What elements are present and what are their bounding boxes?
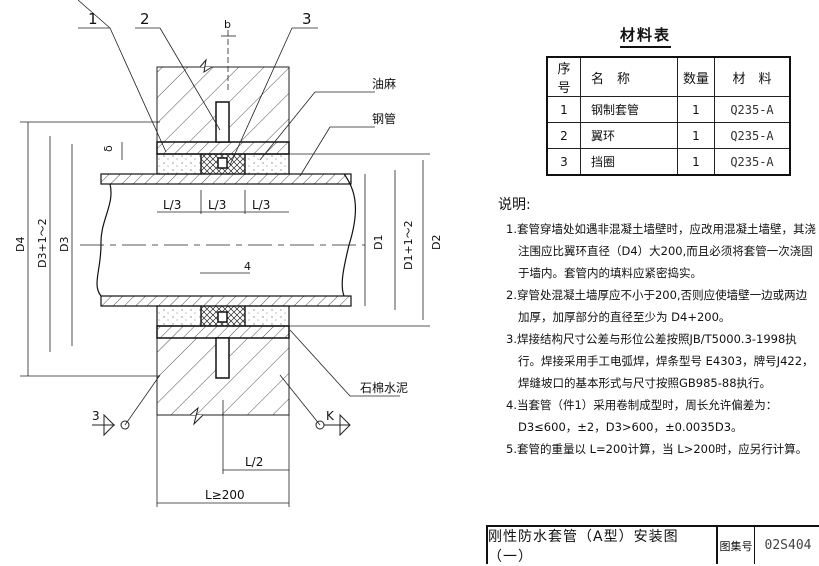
title-block: 刚性防水套管（A型）安装图（一） 图集号 02S404 — [486, 525, 819, 565]
packing — [156, 153, 290, 327]
table-row: 1 钢制套管 1 Q235-A — [546, 96, 791, 123]
dimension-d3-plus: D3+1～2 — [36, 218, 49, 268]
dimension-l3-1: L/3 — [163, 198, 181, 212]
dimension-d1: D1 — [372, 235, 385, 250]
drawing-title: 刚性防水套管（A型）安装图（一） — [488, 527, 718, 565]
cell-no: 2 — [546, 122, 581, 149]
note-item: 5.套管的重量以 L=200计算，当 L>200时，应另行计算。 — [506, 442, 808, 456]
materials-header-row: 序号 名 称 数量 材 料 — [546, 56, 791, 97]
cell-no: 1 — [546, 96, 581, 123]
cell-material: Q235-A — [714, 148, 791, 176]
dimension-l-min: L≥200 — [205, 488, 245, 502]
note-item: 3.焊接结构尺寸公差与形位公差按照JB/T5000.3-1998执行。焊接采用手… — [506, 332, 814, 390]
label-steel-pipe: 钢管 — [372, 111, 396, 126]
cell-material: Q235-A — [714, 122, 791, 149]
cell-material: Q235-A — [714, 96, 791, 123]
note-item: 2.穿管处混凝土墙厚应不小于200,否则应使墙壁一边或两边加厚，加厚部分的直径至… — [506, 288, 808, 324]
dimension-lines — [20, 35, 430, 507]
notes-section: 说明: 1.套管穿墙处如遇非混凝土墙壁时，应改用混凝土墙壁，其浇注围应比翼环直径… — [498, 194, 816, 460]
callout-part-3: 3 — [302, 10, 312, 28]
weld-symbols — [92, 413, 351, 437]
dimension-d3: D3 — [58, 237, 71, 252]
cell-name: 钢制套管 — [580, 96, 678, 123]
dimension-l2: L/2 — [245, 455, 263, 469]
callout-part-2: 2 — [140, 10, 150, 28]
cell-name: 挡圈 — [580, 148, 678, 176]
cell-qty: 1 — [677, 122, 715, 149]
callout-part-1: 1 — [88, 10, 98, 28]
steel-pipe — [80, 173, 365, 307]
header-material: 材 料 — [714, 56, 791, 97]
dimension-d2: D2 — [430, 235, 443, 250]
atlas-label: 图集号 — [718, 527, 755, 564]
header-no: 序号 — [546, 56, 581, 97]
dimension-delta: δ — [102, 145, 115, 152]
label-oil-hemp: 油麻 — [372, 76, 396, 91]
wing-ring — [215, 101, 230, 379]
cell-qty: 1 — [677, 148, 715, 176]
note-item: 1.套管穿墙处如遇非混凝土墙壁时，应改用混凝土墙壁，其浇注围应比翼环直径（D4）… — [506, 222, 816, 280]
leader-lines — [77, 0, 400, 426]
note-item: 4.当套管（件1）采用卷制成型时，周长允许偏差为：D3≤600，±2，D3>60… — [506, 398, 778, 434]
table-row: 3 挡圈 1 Q235-A — [546, 148, 791, 176]
label-asbestos-cement: 石棉水泥 — [360, 381, 408, 395]
materials-table-title: 材料表 — [620, 24, 672, 48]
dimension-d4: D4 — [14, 237, 27, 252]
cell-no: 3 — [546, 148, 581, 176]
cell-name: 翼环 — [580, 122, 678, 149]
header-qty: 数量 — [677, 56, 715, 97]
table-row: 2 翼环 1 Q235-A — [546, 122, 791, 149]
dimension-l3-2: L/3 — [208, 198, 226, 212]
dimension-b: b — [224, 18, 231, 31]
notes-title: 说明: — [498, 197, 531, 213]
cell-qty: 1 — [677, 96, 715, 123]
header-name: 名 称 — [580, 56, 678, 97]
dimension-d1-plus: D1+1～2 — [402, 220, 415, 270]
atlas-number: 02S404 — [764, 538, 812, 553]
materials-table: 序号 名 称 数量 材 料 1 钢制套管 1 Q235-A 2 翼环 1 Q23… — [546, 56, 791, 176]
weld-label-right: K — [326, 409, 335, 423]
weld-label-left: 3 — [92, 409, 100, 423]
dimension-l3-3: L/3 — [252, 198, 270, 212]
dimension-4: 4 — [244, 260, 251, 273]
